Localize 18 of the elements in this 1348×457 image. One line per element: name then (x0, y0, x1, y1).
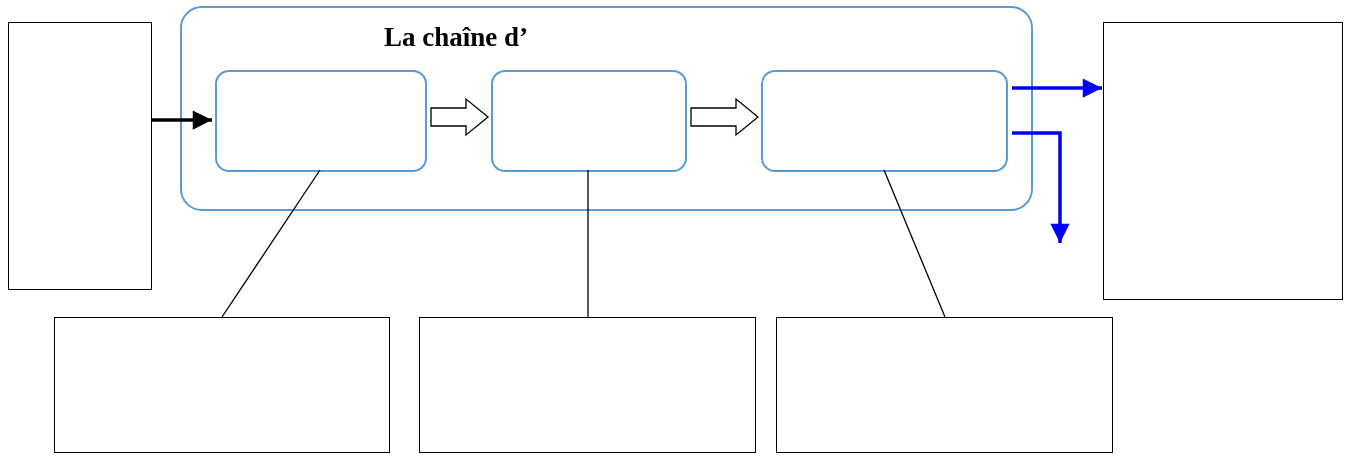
arrow (1012, 131, 1070, 243)
process-step-box (491, 70, 687, 172)
leader-line (587, 169, 589, 318)
leader-line (221, 169, 321, 318)
arrow (152, 110, 212, 130)
empty-box (1103, 22, 1343, 300)
process-step-box (215, 70, 427, 172)
process-step-box (761, 70, 1008, 172)
block-arrow (690, 97, 760, 137)
block-arrow (430, 97, 490, 137)
empty-box (54, 317, 390, 453)
container-title: La chaîne d’ (384, 22, 529, 53)
empty-box (776, 317, 1113, 453)
empty-box (419, 317, 756, 453)
arrow (1012, 78, 1102, 98)
leader-line (883, 169, 946, 318)
empty-box (8, 22, 152, 290)
process-container (180, 6, 1033, 211)
